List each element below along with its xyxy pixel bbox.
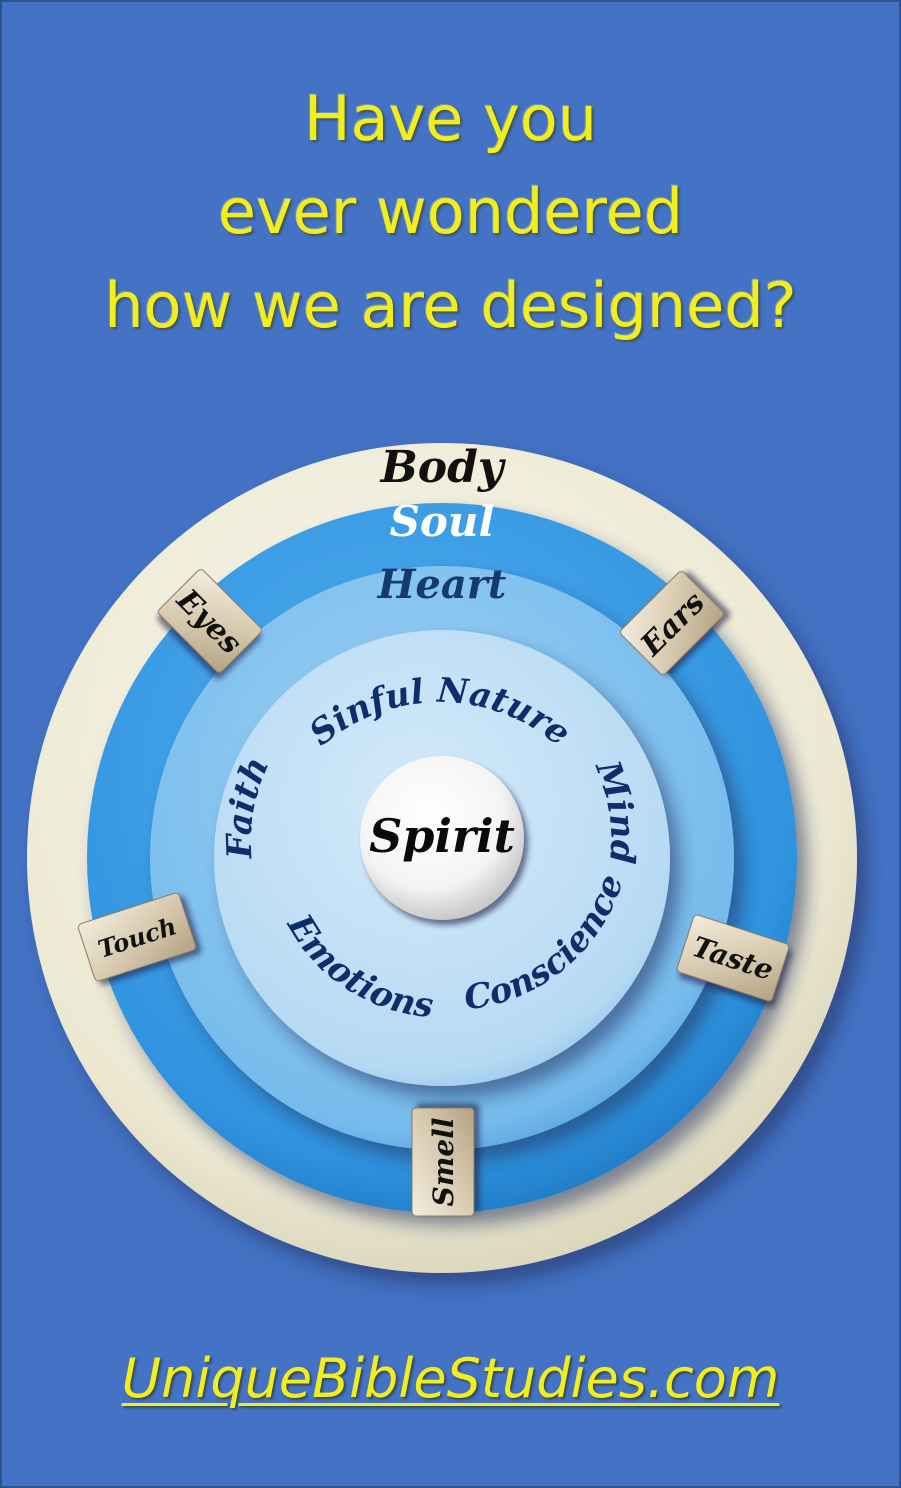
taste-tag: Taste (676, 914, 790, 1002)
headline-line-1: Have you (303, 82, 598, 155)
spirit-label: Spirit (369, 809, 515, 863)
headline-line-3: how we are designed? (104, 269, 797, 342)
website-link[interactable]: UniqueBibleStudies.com (121, 1347, 780, 1410)
smell-tag: Smell (411, 1107, 475, 1217)
soul-label: Soul (390, 497, 495, 546)
touch-tag: Touch (77, 892, 197, 982)
smell-label: Smell (427, 1118, 460, 1207)
spirit-disc (360, 756, 524, 920)
headline-line-2: ever wondered (217, 175, 684, 248)
heart-label: Heart (377, 561, 507, 608)
body-label: Body (379, 442, 507, 493)
